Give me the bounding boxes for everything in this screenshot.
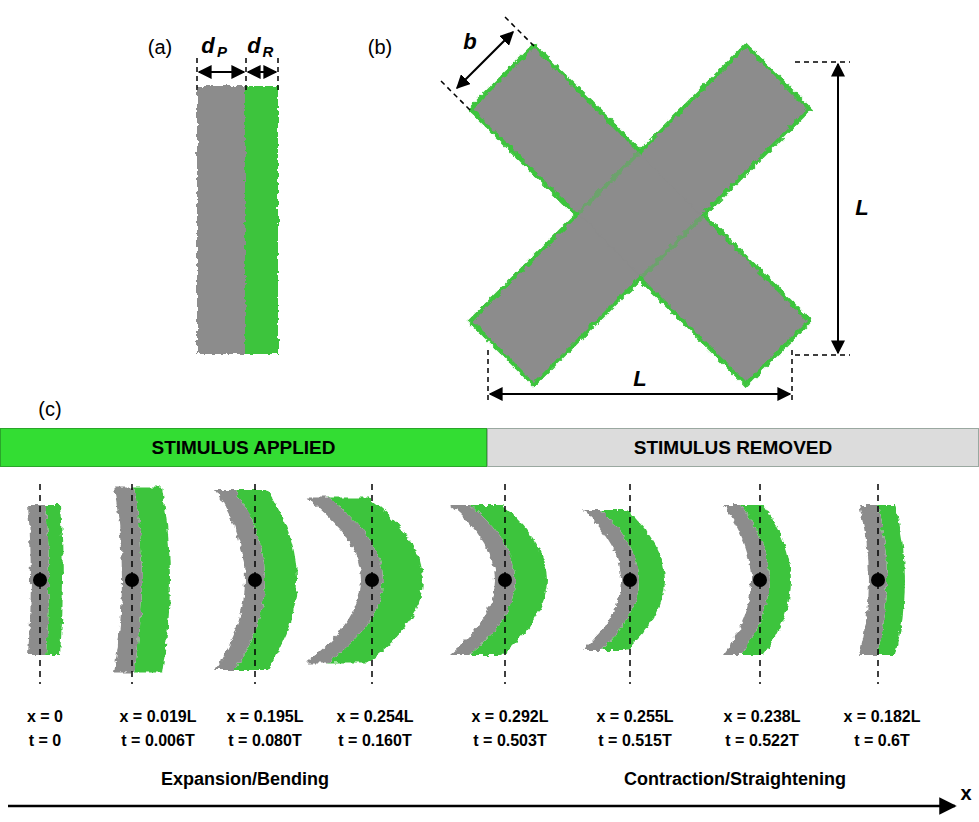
dimension-arrow	[490, 393, 790, 395]
guide-line	[277, 58, 279, 92]
guide-line	[791, 350, 793, 404]
time-label: t = 0.6T	[854, 732, 910, 750]
bilayer-figure	[114, 488, 170, 673]
passive-layer	[197, 86, 247, 354]
responsive-layer	[245, 86, 278, 354]
panel-label: (c)	[38, 398, 61, 420]
center-dot	[623, 573, 637, 587]
cross-shape	[467, 42, 812, 387]
passive-layer	[723, 505, 769, 655]
panel-label: (b)	[368, 36, 392, 58]
center-dot	[248, 573, 262, 587]
passive-layer	[28, 505, 49, 655]
dimension-subscript: R	[263, 44, 274, 61]
axis-label: x	[960, 782, 971, 804]
center-dot	[753, 573, 767, 587]
position-label: x = 0.182L	[844, 708, 921, 726]
dimension-arrow	[199, 71, 244, 73]
bending-sequence	[28, 484, 905, 684]
guide-line	[505, 17, 534, 46]
bilayer-figure	[306, 498, 423, 663]
dimension-arrow	[248, 71, 276, 73]
dimension-subscript: P	[217, 44, 227, 61]
responsive-layer	[467, 42, 812, 387]
time-label: t = 0.515T	[598, 732, 671, 750]
phase-label: Contraction/Straightening	[624, 770, 846, 790]
passive-layer	[215, 490, 265, 670]
time-axis-arrow	[8, 805, 955, 808]
time-label: t = 0.503T	[473, 732, 546, 750]
bilayer-figure	[215, 490, 297, 670]
passive-layer	[859, 505, 887, 655]
dimension-arrow	[837, 64, 839, 353]
guide-line	[441, 81, 470, 110]
bilayer-figure	[859, 505, 905, 655]
bilayer-figure	[583, 510, 665, 650]
passive-layer	[473, 48, 807, 382]
time-label: t = 0.080T	[228, 732, 301, 750]
center-dot	[33, 573, 47, 587]
position-label: x = 0	[27, 708, 63, 726]
time-label: t = 0	[29, 732, 61, 750]
dimension-guides	[197, 58, 278, 92]
dimension-guides	[441, 17, 850, 404]
position-label: x = 0.292L	[472, 708, 549, 726]
band-title: STIMULUS APPLIED	[151, 437, 335, 459]
bilayer-figure	[723, 505, 791, 655]
phase-label: Expansion/Bending	[161, 770, 329, 790]
center-dot	[871, 573, 885, 587]
panel-label: (a)	[148, 36, 172, 58]
dimension-label: d	[201, 34, 214, 58]
position-label: x = 0.254L	[337, 708, 414, 726]
position-label: x = 0.195L	[227, 708, 304, 726]
passive-layer	[473, 48, 807, 382]
stimulus-band: STIMULUS APPLIED	[0, 428, 487, 467]
guide-line	[795, 354, 850, 356]
center-dot	[365, 573, 379, 587]
bilayer-figure	[450, 505, 547, 655]
dimension-label: L	[633, 367, 646, 391]
position-label: x = 0.238L	[724, 708, 801, 726]
position-label: x = 0.019L	[120, 708, 197, 726]
guide-line	[196, 58, 198, 92]
time-label: t = 0.160T	[338, 732, 411, 750]
responsive-layer	[467, 42, 812, 387]
passive-layer	[473, 48, 807, 382]
center-dot	[498, 573, 512, 587]
passive-layer	[114, 488, 142, 673]
dimension-label: L	[855, 196, 868, 220]
position-label: x = 0.255L	[597, 708, 674, 726]
stimulus-band: STIMULUS REMOVED	[487, 428, 979, 467]
dimension-label: b	[463, 30, 476, 54]
bilayer-strip	[197, 86, 278, 354]
center-dot	[125, 573, 139, 587]
band-title: STIMULUS REMOVED	[634, 437, 832, 459]
dimension-label: d	[247, 34, 260, 58]
guide-line	[487, 350, 489, 404]
time-label: t = 0.006T	[121, 732, 194, 750]
bilayer-figure	[28, 505, 63, 655]
guide-line	[795, 61, 850, 63]
guide-line	[245, 58, 247, 92]
time-label: t = 0.522T	[725, 732, 798, 750]
